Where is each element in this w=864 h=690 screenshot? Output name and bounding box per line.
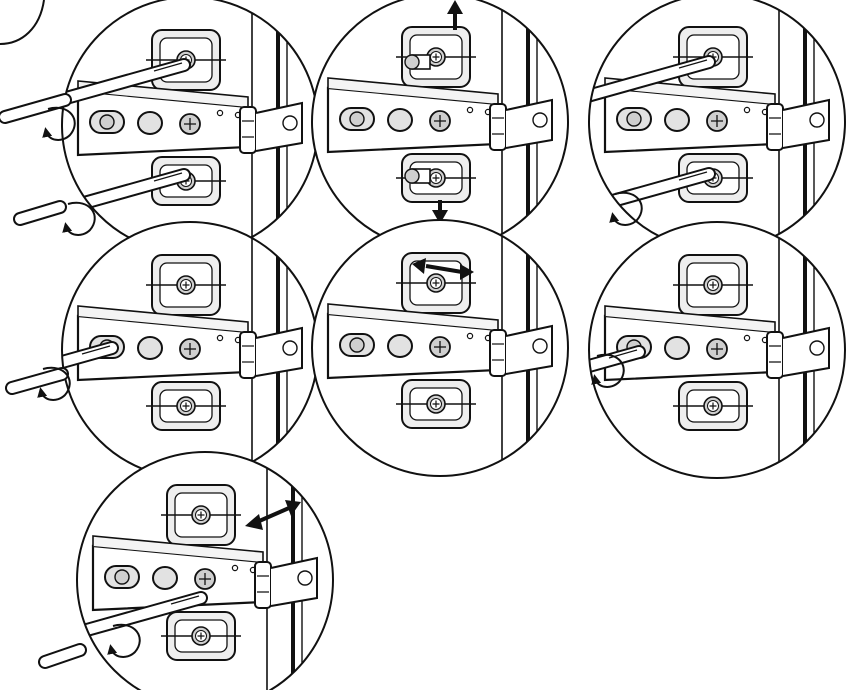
step-4-panel	[5, 221, 319, 479]
step-5-panel	[311, 219, 569, 477]
left-right-arrow-icon	[412, 258, 474, 280]
diagonal-arrow-icon	[245, 500, 301, 530]
corner-callout	[0, 0, 45, 45]
up-arrow-icon	[447, 0, 463, 30]
step-2-panel	[311, 0, 569, 251]
step-1-panel	[0, 0, 319, 254]
step-7-panel	[38, 451, 334, 690]
step-3-panel	[588, 0, 846, 251]
step-6-panel	[588, 221, 846, 479]
down-arrow-icon	[432, 200, 448, 224]
rotate-arrow-icon	[66, 203, 95, 235]
